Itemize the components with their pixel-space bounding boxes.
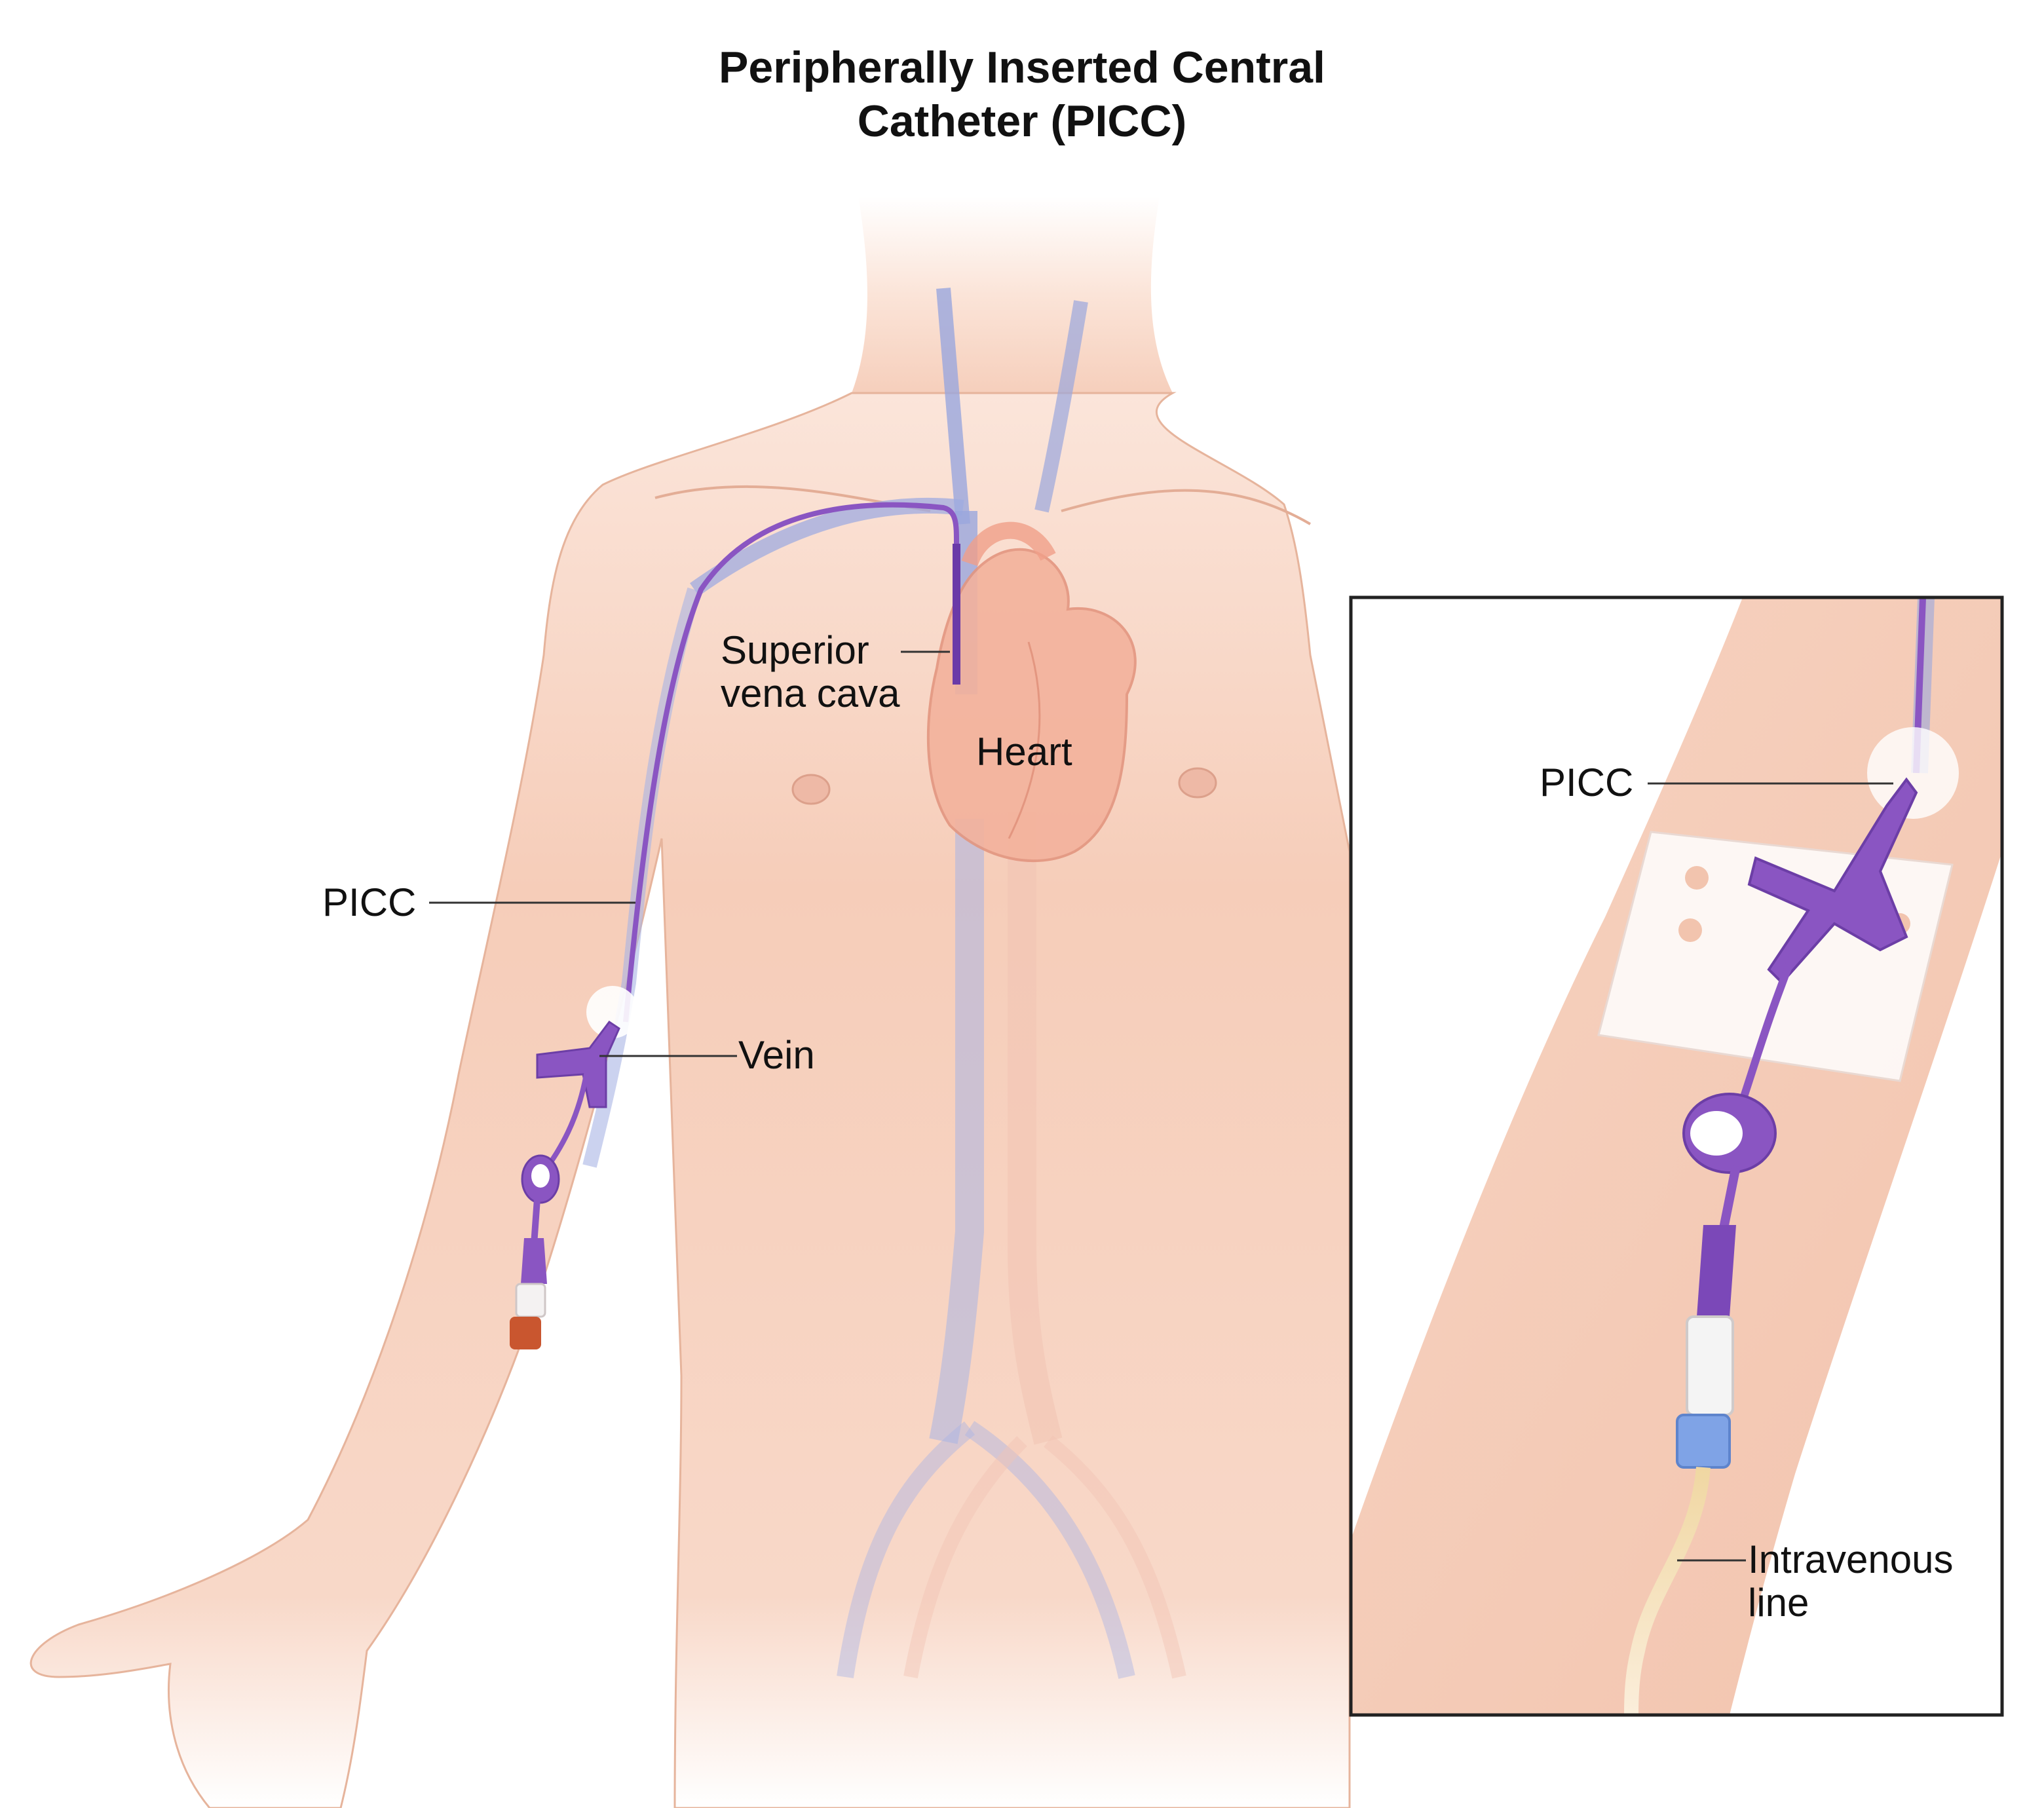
label-intravenous-line: Intravenous line <box>1748 1537 1954 1625</box>
insertion-dressing <box>586 986 639 1038</box>
label-picc-inset: PICC <box>1540 761 1634 804</box>
inset-border <box>1349 595 2004 1717</box>
right-nipple <box>1178 767 1217 799</box>
title-line-1: Peripherally Inserted Central <box>719 43 1325 92</box>
picc-catheter-line <box>623 502 959 1023</box>
picc-connector <box>515 1283 546 1318</box>
label-vein: Vein <box>738 1033 815 1077</box>
jugular-vein-left <box>936 288 970 525</box>
inset-luer <box>1697 1225 1736 1317</box>
inset-blue-connector <box>1676 1414 1731 1469</box>
label-heart: Heart <box>976 730 1072 774</box>
inferior-vena-cava <box>929 819 984 1444</box>
aorta <box>1008 812 1063 1445</box>
picc-luer <box>521 1238 547 1284</box>
picc-hub <box>536 1020 620 1108</box>
title-line-2: Catheter (PICC) <box>857 96 1187 146</box>
label-superior-vena-cava: Superior vena cava <box>721 628 900 715</box>
diagram-title: Peripherally Inserted Central Catheter (… <box>0 41 2044 148</box>
label-picc: PICC <box>322 880 417 924</box>
left-nipple <box>791 774 831 805</box>
picc-cap <box>510 1317 541 1349</box>
inset-picc-hub <box>1747 777 1918 985</box>
heart <box>926 548 1137 863</box>
inset-connector <box>1686 1315 1734 1416</box>
inset-panel <box>1351 597 2002 1715</box>
jugular-vein-right <box>1034 300 1088 513</box>
neck <box>852 197 1173 393</box>
iv-tubing <box>1624 1467 1711 1715</box>
